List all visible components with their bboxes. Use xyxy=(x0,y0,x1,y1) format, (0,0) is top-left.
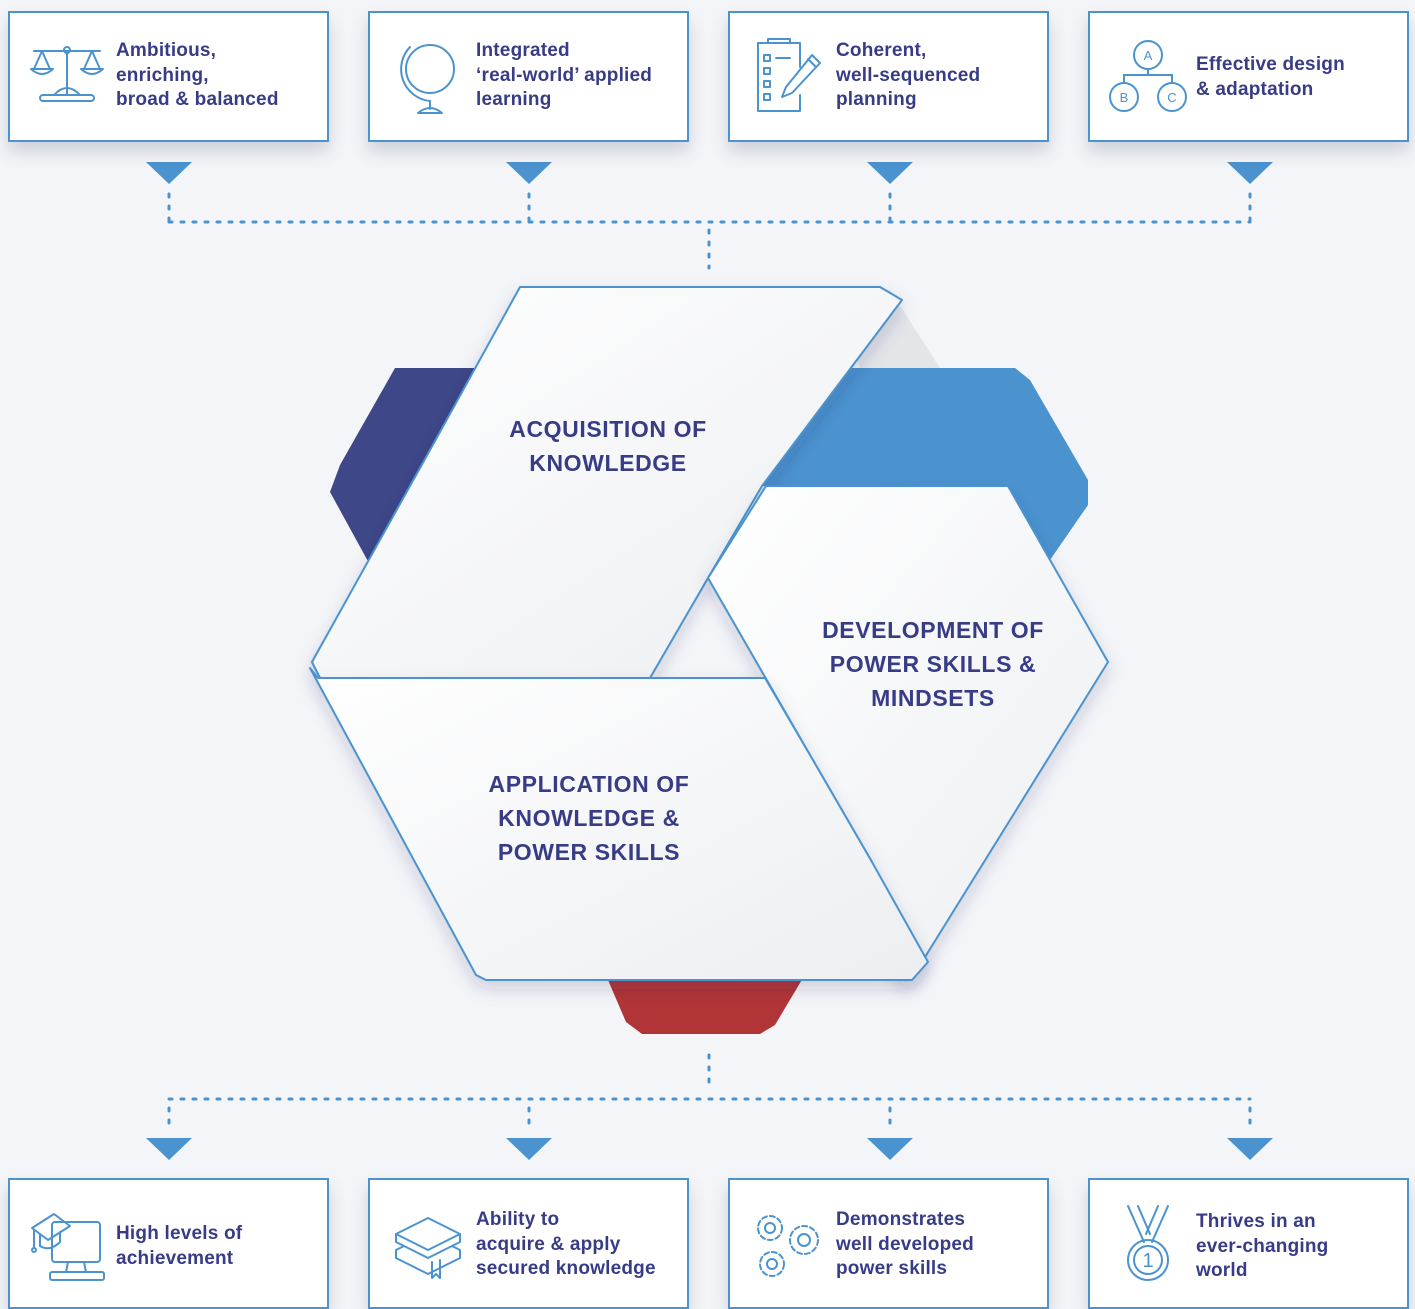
integrated-line-1: Integrated xyxy=(476,40,570,61)
hex-application xyxy=(309,667,929,981)
application-line-2: KNOWLEDGE & xyxy=(498,805,680,831)
gears-icon xyxy=(757,1215,819,1277)
blue-ribbon xyxy=(762,368,1088,560)
label-development: DEVELOPMENT OF POWER SKILLS & MINDSETS xyxy=(793,613,1073,715)
effective-line-1: Effective design xyxy=(1196,54,1345,75)
arrow-down-8 xyxy=(1227,1138,1273,1160)
arrow-down-4 xyxy=(1227,162,1273,184)
letter-a: A xyxy=(1144,48,1153,63)
coherent-line-3: planning xyxy=(836,89,917,110)
integrated-line-3: learning xyxy=(476,89,552,110)
thrives-line-2: ever-changing xyxy=(1196,1235,1329,1257)
medal-number: 1 xyxy=(1142,1250,1153,1272)
card-thrives: 1 Thrives in an ever-changing world xyxy=(1088,1178,1409,1309)
thrives-line-1: Thrives in an xyxy=(1196,1211,1316,1232)
demonstrates-line-1: Demonstrates xyxy=(836,1209,966,1230)
cycle-graphic xyxy=(309,286,1109,1034)
arrow-down-5 xyxy=(146,1138,192,1160)
acquisition-line-2: KNOWLEDGE xyxy=(529,450,687,476)
ability-line-3: secured knowledge xyxy=(476,1258,656,1279)
coherent-line-2: well-sequenced xyxy=(836,64,981,86)
top-arrows xyxy=(146,162,1273,184)
achievement-line-1: High levels of xyxy=(116,1223,243,1244)
demonstrates-line-2: well developed xyxy=(836,1233,974,1255)
coherent-line-1: Coherent, xyxy=(836,40,927,61)
effective-line-2: & adaptation xyxy=(1196,78,1314,100)
medal-icon: 1 xyxy=(1127,1205,1169,1281)
ambitious-line-2: enriching, xyxy=(116,64,209,86)
bottom-arrows xyxy=(146,1138,1273,1160)
label-acquisition: ACQUISITION OF KNOWLEDGE xyxy=(468,412,748,480)
ability-line-1: Ability to xyxy=(476,1209,560,1230)
arrow-down-7 xyxy=(867,1138,913,1160)
hex-acquisition xyxy=(311,286,903,679)
card-integrated: Integrated ‘real-world’ applied learning xyxy=(368,11,689,142)
card-demonstrates: Demonstrates well developed power skills xyxy=(728,1178,1049,1309)
acquisition-line-1: ACQUISITION OF xyxy=(509,416,707,442)
arrow-down-1 xyxy=(146,162,192,184)
development-line-3: MINDSETS xyxy=(871,685,995,711)
top-connector-lines xyxy=(167,192,1252,270)
demonstrates-line-3: power skills xyxy=(836,1258,948,1279)
development-line-2: POWER SKILLS & xyxy=(829,651,1037,677)
graduation-computer-icon xyxy=(31,1213,105,1281)
letter-b: B xyxy=(1120,90,1129,105)
arrow-down-3 xyxy=(867,162,913,184)
checklist-pencil-icon xyxy=(757,38,821,112)
ambitious-line-3: broad & balanced xyxy=(116,89,279,110)
ambitious-line-1: Ambitious, xyxy=(116,40,217,61)
arrow-down-2 xyxy=(506,162,552,184)
abc-hierarchy-icon: A B C xyxy=(1109,40,1187,112)
application-line-1: APPLICATION OF xyxy=(488,771,690,797)
application-line-3: POWER SKILLS xyxy=(497,839,681,865)
books-icon xyxy=(395,1217,461,1279)
scales-icon xyxy=(30,46,104,102)
card-ability: Ability to acquire & apply secured knowl… xyxy=(368,1178,689,1309)
ability-line-2: acquire & apply xyxy=(476,1233,621,1255)
development-line-1: DEVELOPMENT OF xyxy=(822,617,1044,643)
bottom-connector-lines xyxy=(167,1053,1252,1130)
globe-icon xyxy=(400,44,455,114)
card-achievement: High levels of achievement xyxy=(8,1178,329,1309)
card-effective: A B C Effective design & adaptation xyxy=(1088,11,1409,142)
thrives-line-3: world xyxy=(1196,1260,1248,1281)
card-ambitious: Ambitious, enriching, broad & balanced xyxy=(8,11,329,142)
card-coherent: Coherent, well-sequenced planning xyxy=(728,11,1049,142)
letter-c: C xyxy=(1167,90,1176,105)
label-application: APPLICATION OF KNOWLEDGE & POWER SKILLS xyxy=(449,767,729,869)
achievement-line-2: achievement xyxy=(116,1247,234,1269)
integrated-line-2: ‘real-world’ applied xyxy=(476,64,653,86)
arrow-down-6 xyxy=(506,1138,552,1160)
